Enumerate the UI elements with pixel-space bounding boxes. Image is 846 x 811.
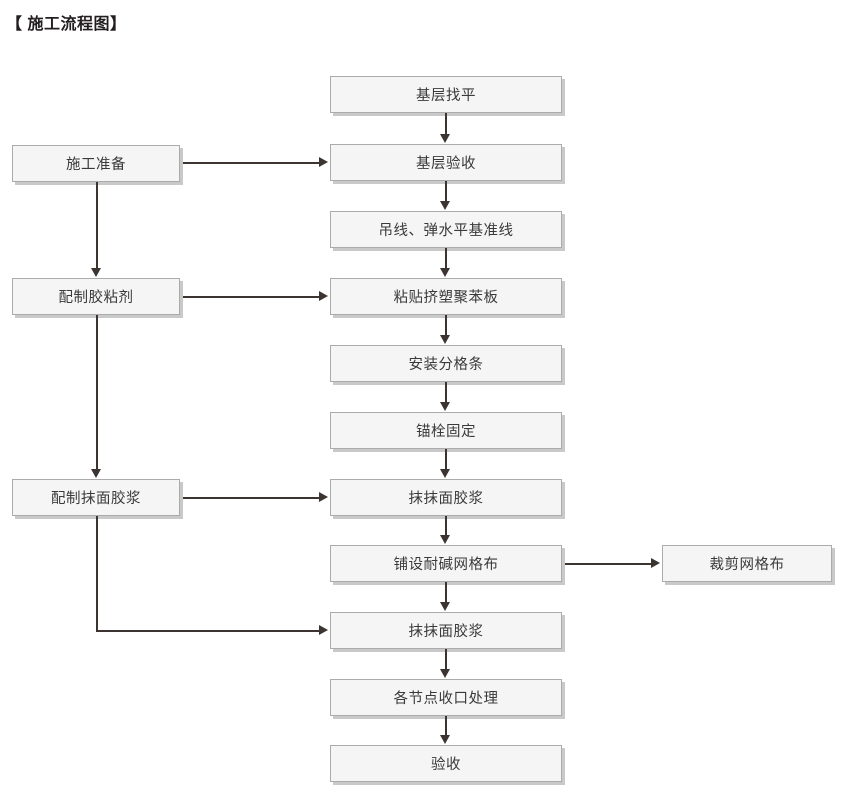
connector-skimmortar-to-skim1 (183, 497, 321, 499)
connector-skim2-to-joints (445, 649, 447, 670)
arrowhead-down-icon (91, 469, 101, 478)
flow-node-label: 配制抹面胶浆 (51, 491, 141, 507)
flow-node-label: 基层找平 (416, 88, 476, 104)
connector-adhesive-to-xps (183, 296, 321, 298)
arrowhead-right-icon (319, 157, 328, 167)
connector-mesh-to-cutmesh (565, 563, 653, 565)
flow-node-accept[interactable]: 验收 (330, 745, 562, 782)
connector-leveling-to-acceptbase (445, 113, 447, 135)
flow-node-label: 裁剪网格布 (709, 557, 785, 573)
flow-node-cutmesh[interactable]: 裁剪网格布 (662, 545, 832, 582)
arrowhead-down-icon (440, 335, 450, 344)
flow-node-baseline[interactable]: 吊线、弹水平基准线 (330, 211, 562, 248)
flow-node-adhesive[interactable]: 配制胶粘剂 (12, 278, 180, 315)
connector-joints-to-accept (445, 716, 447, 736)
arrowhead-right-icon (319, 492, 328, 502)
arrowhead-right-icon (319, 291, 328, 301)
flow-node-leveling[interactable]: 基层找平 (330, 76, 562, 113)
flow-node-acceptbase[interactable]: 基层验收 (330, 144, 562, 181)
page-title: 【 施工流程图】 (6, 16, 127, 33)
connector-xps-to-gridbar (445, 315, 447, 336)
flow-node-label: 验收 (431, 757, 461, 773)
flow-node-joints[interactable]: 各节点收口处理 (330, 679, 562, 716)
connector-adhesive-to-skimmortar (96, 315, 98, 470)
connector-prep-to-acceptbase (183, 162, 321, 164)
arrowhead-right-icon (651, 558, 660, 568)
arrowhead-down-icon (91, 268, 101, 277)
flow-node-label: 安装分格条 (408, 357, 484, 373)
flow-node-anchor[interactable]: 锚栓固定 (330, 412, 562, 449)
connector-gridbar-to-anchor (445, 382, 447, 403)
arrowhead-right-icon (319, 625, 328, 635)
connector-prep-to-adhesive (96, 182, 98, 269)
connector-acceptbase-to-baseline (445, 181, 447, 202)
flow-node-gridbar[interactable]: 安装分格条 (330, 345, 562, 382)
flow-node-prep[interactable]: 施工准备 (12, 145, 180, 182)
arrowhead-down-icon (440, 669, 450, 678)
flow-node-label: 施工准备 (66, 157, 126, 173)
flow-node-skim1[interactable]: 抹抹面胶浆 (330, 479, 562, 516)
arrowhead-down-icon (440, 602, 450, 611)
flow-node-skimmortar[interactable]: 配制抹面胶浆 (12, 479, 180, 516)
arrowhead-down-icon (440, 535, 450, 544)
flow-node-xps[interactable]: 粘贴挤塑聚苯板 (330, 278, 562, 315)
flow-node-label: 配制胶粘剂 (58, 290, 134, 306)
connector-mesh-to-skim2 (445, 582, 447, 603)
connector-skim1-to-mesh (445, 516, 447, 536)
flow-node-label: 吊线、弹水平基准线 (378, 223, 514, 239)
arrowhead-down-icon (440, 735, 450, 744)
connector-skimmortar-to-skim2-horizontal (96, 630, 321, 632)
flow-node-label: 基层验收 (416, 156, 476, 172)
connector-baseline-to-xps (445, 248, 447, 269)
connector-skimmortar-to-skim2-vertical (96, 516, 98, 631)
flow-node-mesh[interactable]: 铺设耐碱网格布 (330, 545, 562, 582)
arrowhead-down-icon (440, 402, 450, 411)
arrowhead-down-icon (440, 201, 450, 210)
flow-node-label: 铺设耐碱网格布 (393, 557, 499, 573)
flow-node-skim2[interactable]: 抹抹面胶浆 (330, 612, 562, 649)
connector-anchor-to-skim1 (445, 449, 447, 470)
flow-node-label: 各节点收口处理 (393, 691, 499, 707)
arrowhead-down-icon (440, 469, 450, 478)
arrowhead-down-icon (440, 268, 450, 277)
flow-node-label: 粘贴挤塑聚苯板 (393, 290, 499, 306)
flow-node-label: 抹抹面胶浆 (408, 624, 484, 640)
arrowhead-down-icon (440, 134, 450, 143)
flow-node-label: 锚栓固定 (416, 424, 476, 440)
flow-node-label: 抹抹面胶浆 (408, 491, 484, 507)
